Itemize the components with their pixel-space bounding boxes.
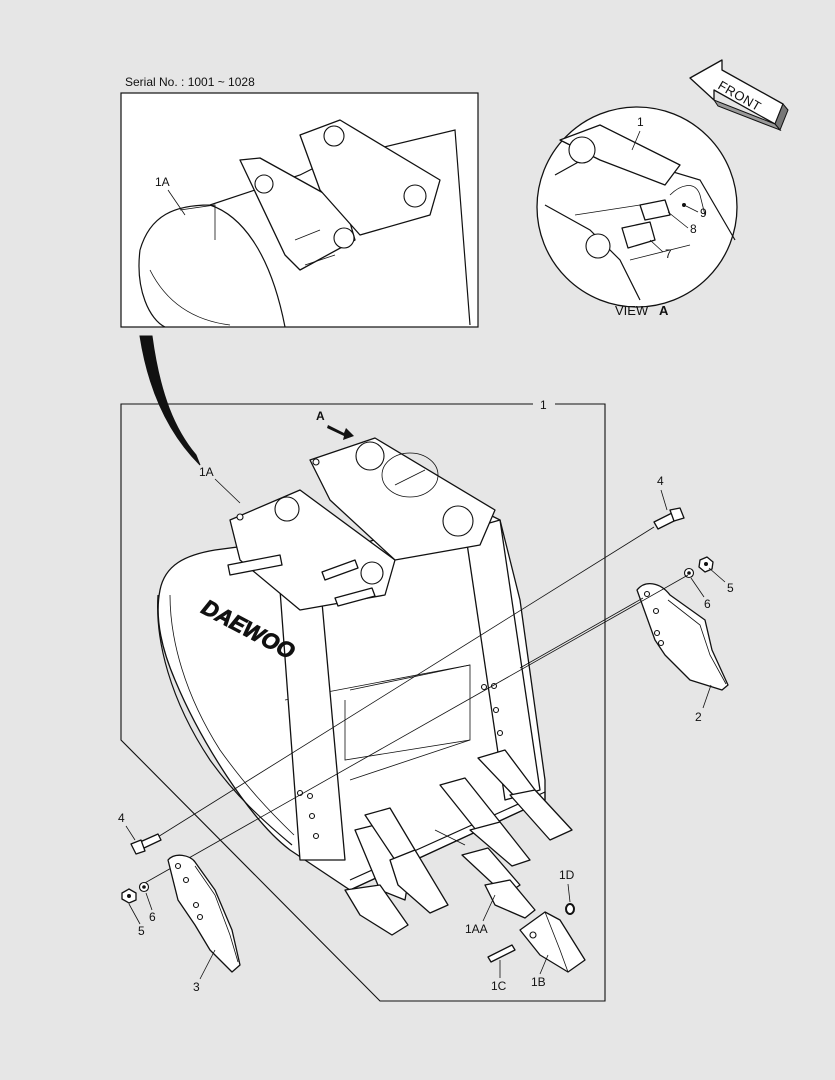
callout-1-main: 1 — [540, 398, 547, 412]
view-letter: A — [659, 303, 669, 318]
callout-7: 7 — [665, 247, 672, 261]
callout-1A-inset: 1A — [155, 175, 170, 189]
callout-1D: 1D — [559, 868, 575, 882]
front-direction-arrow: FRONT — [689, 59, 789, 132]
callout-4-left: 4 — [118, 811, 125, 825]
bucket-teeth — [344, 749, 573, 936]
side-cutter-right — [636, 583, 729, 691]
callout-8: 8 — [690, 222, 697, 236]
callout-5-left: 5 — [138, 924, 145, 938]
callout-1AA: 1AA — [465, 922, 488, 936]
arrow-view-letter: A — [316, 409, 325, 423]
callout-9: 9 — [700, 206, 707, 220]
lock-washer-1D — [565, 903, 575, 915]
callout-1-view: 1 — [637, 115, 644, 129]
callout-4-right: 4 — [657, 474, 664, 488]
callout-1B: 1B — [531, 975, 546, 989]
main-assembly-frame — [120, 403, 606, 1002]
serial-inset-box — [120, 92, 479, 328]
callout-3: 3 — [193, 980, 200, 994]
callout-6-right: 6 — [704, 597, 711, 611]
callout-5-right: 5 — [727, 581, 734, 595]
view-a-detail — [536, 106, 738, 308]
callout-1A-main: 1A — [199, 465, 214, 479]
side-cutter-left — [167, 854, 241, 973]
view-label: VIEW — [615, 303, 649, 318]
bolt-right — [653, 507, 685, 530]
callout-6-left: 6 — [149, 910, 156, 924]
callout-2: 2 — [695, 710, 702, 724]
connector-curve — [139, 335, 201, 466]
callout-1C: 1C — [491, 979, 507, 993]
tooth-adapter-1B — [519, 911, 586, 973]
bolt-left — [130, 833, 162, 855]
view-a-pointer-arrow — [327, 425, 354, 440]
serial-number-label: Serial No. : 1001 ~ 1028 — [125, 75, 255, 89]
tooth-pin-1C — [487, 944, 516, 963]
